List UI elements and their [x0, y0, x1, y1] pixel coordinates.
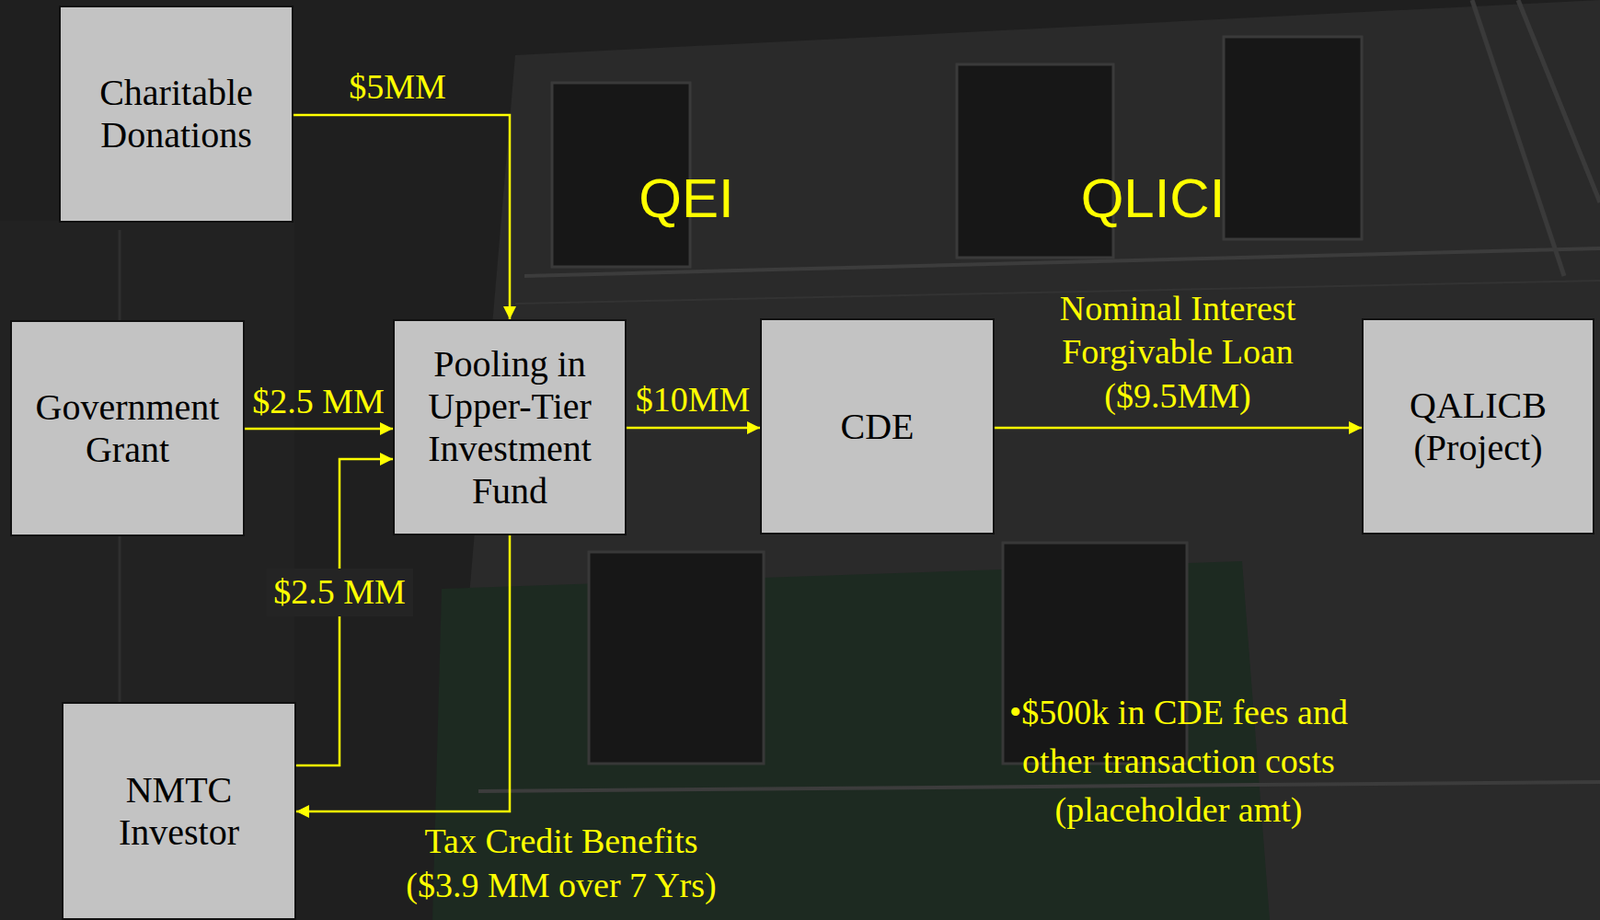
window: [588, 552, 764, 764]
source-box: Charitable Donations: [58, 5, 294, 223]
balcony-rail: [515, 280, 1600, 304]
balcony-rail: [478, 782, 1600, 792]
balcony-rail: [524, 248, 1600, 277]
section-label: QLICI: [1081, 168, 1226, 230]
flow-amount: $2.5 MM: [252, 379, 385, 425]
flow-amount: Nominal Interest Forgivable Loan ($9.5MM…: [1039, 287, 1316, 419]
edge-label-box: Nominal Interest Forgivable Loan ($9.5MM…: [1039, 287, 1316, 419]
box-text: QALICB (Project): [1374, 384, 1582, 470]
source-box: Government Grant: [10, 320, 245, 537]
box-text: Government Grant: [23, 386, 232, 472]
flow-amount: Tax Credit Benefits ($3.9 MM over 7 Yrs): [386, 819, 737, 908]
note: •$500k in CDE fees and other transaction…: [976, 688, 1382, 836]
flow-arrow: [244, 427, 393, 431]
window: [1223, 36, 1362, 240]
fund-box: Pooling in Upper-Tier Investment Fund: [392, 319, 627, 536]
edge-label-box: Tax Credit Benefits ($3.9 MM over 7 Yrs): [386, 819, 737, 908]
edge-label-box: $2.5 MM: [252, 379, 385, 425]
box-text: CDE: [840, 405, 915, 449]
flow-arrow: [994, 426, 1362, 430]
flow-amount: $2.5 MM: [273, 570, 406, 615]
flow-arrow: [293, 115, 510, 320]
box-text: Pooling in Upper-Tier Investment Fund: [405, 343, 614, 513]
investor-box: NMTC Investor: [61, 702, 297, 920]
section-label: QLICI: [1081, 168, 1226, 230]
flow-arrow: [626, 426, 760, 430]
section-label: QEI: [638, 168, 734, 230]
edge-label-box: $5MM: [348, 65, 447, 110]
note: •$500k in CDE fees and other transaction…: [976, 688, 1382, 836]
edge-label-box: $10MM: [635, 378, 751, 423]
crane-strut: [1472, 0, 1565, 277]
edge-label-box: $2.5 MM: [265, 568, 414, 617]
box-text: Charitable Donations: [71, 71, 281, 157]
project-box: QALICB (Project): [1361, 318, 1595, 535]
flow-amount: $10MM: [635, 378, 751, 423]
flow-amount: $5MM: [348, 65, 447, 110]
section-label: QEI: [638, 168, 734, 230]
entity-box: CDE: [759, 318, 995, 535]
crane-strut: [1518, 0, 1600, 203]
box-text: NMTC Investor: [74, 769, 284, 854]
